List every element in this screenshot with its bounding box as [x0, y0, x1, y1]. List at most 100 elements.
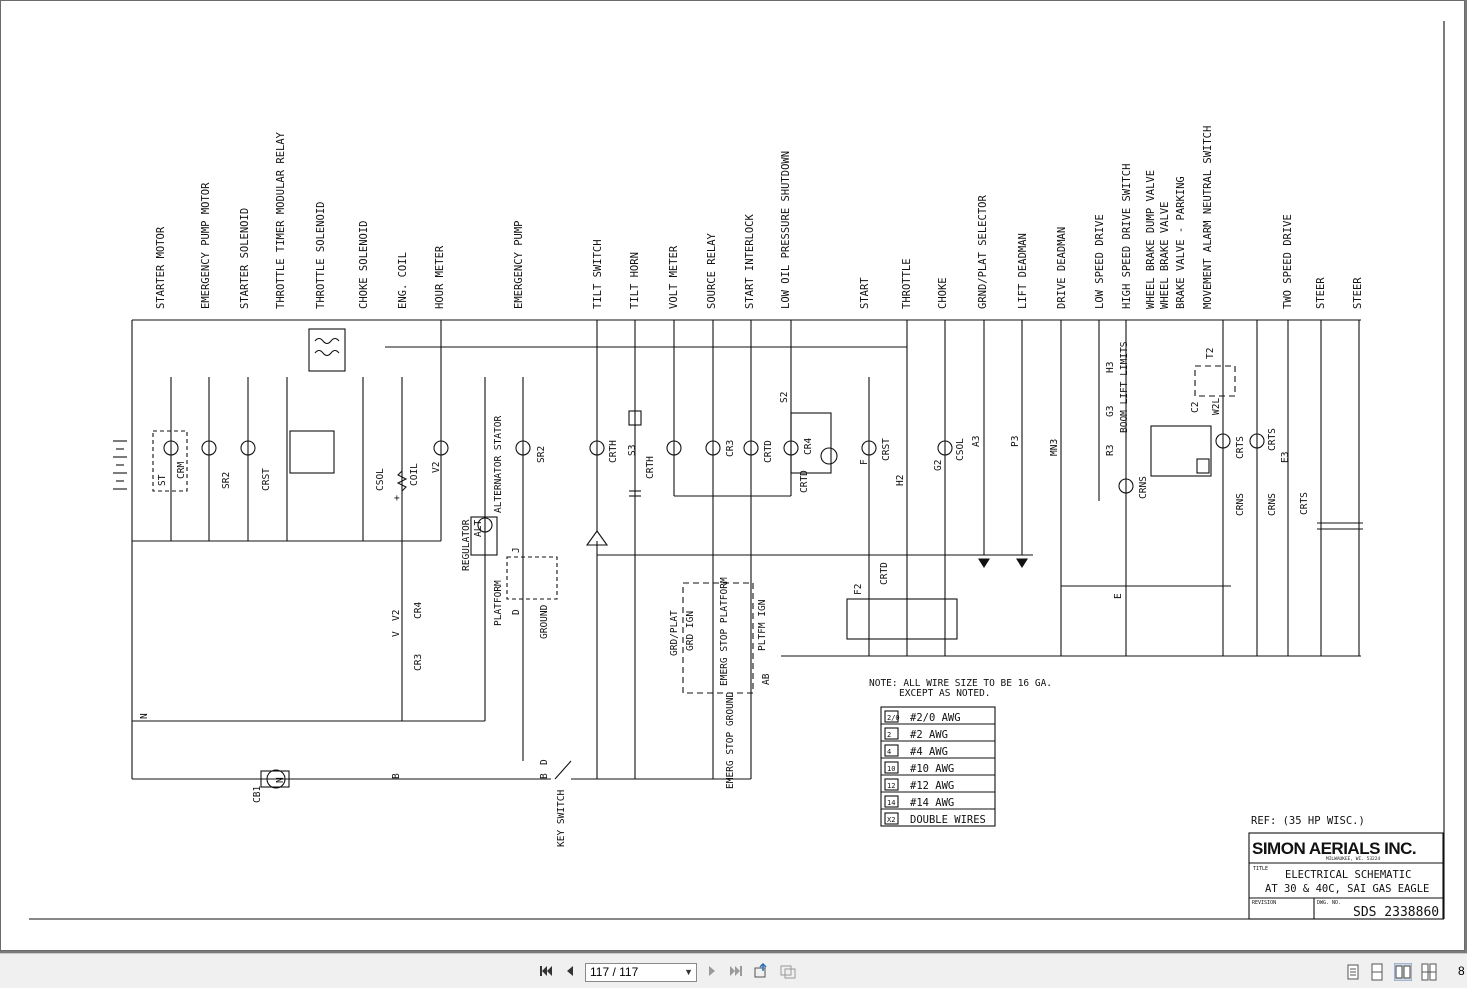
- label-key-switch: KEY SWITCH: [556, 790, 567, 847]
- label-crts-2: CRTS: [1267, 428, 1278, 451]
- revision-caption: REVISION: [1252, 900, 1276, 906]
- label-n-cb: N: [275, 777, 286, 783]
- legend-code-box: [884, 727, 899, 740]
- component-label: GRND/PLAT SELECTOR: [977, 195, 989, 309]
- single-page-view-icon[interactable]: [1344, 963, 1362, 981]
- dwg-caption: DWG. NO.: [1317, 900, 1341, 906]
- label-crst: CRST: [261, 468, 272, 491]
- legend-code-box: [884, 795, 899, 808]
- label-crts-3: CRTS: [1299, 492, 1310, 515]
- label-crm: CRM: [176, 462, 187, 479]
- label-sr2: SR2: [221, 472, 232, 489]
- component-label: STARTER MOTOR: [155, 226, 167, 309]
- component-label: THROTTLE TIMER MODULAR RELAY: [275, 131, 287, 309]
- component-label: WHEEL BRAKE VALVE: [1159, 202, 1171, 309]
- page-number-value: 117 / 117: [590, 965, 639, 979]
- legend-text: #12 AWG: [910, 780, 954, 792]
- label-v: V: [391, 631, 402, 637]
- label-r3: R3: [1105, 445, 1116, 456]
- facing-pages-view-icon[interactable]: [1394, 963, 1412, 981]
- label-ground: GROUND: [539, 604, 550, 639]
- label-g2: G2: [933, 460, 944, 471]
- legend-text: DOUBLE WIRES: [910, 814, 986, 826]
- title-block: [1248, 832, 1444, 920]
- label-crns-3: CRNS: [1267, 493, 1278, 516]
- legend-code: 14: [887, 799, 895, 807]
- legend-code-box: [884, 812, 899, 825]
- drawing-number: SDS 2338860: [1353, 905, 1439, 920]
- legend-code: X2: [887, 816, 895, 824]
- label-crtd-2: CRTD: [799, 470, 810, 493]
- component-label: TILT SWITCH: [592, 239, 604, 309]
- label-g3: G3: [1105, 406, 1116, 417]
- label-crns: CRNS: [1138, 476, 1149, 499]
- legend-code-box: [884, 744, 899, 757]
- label-t2: T2: [1205, 348, 1216, 359]
- label-crtd-3: CRTD: [879, 562, 890, 585]
- page-number-input[interactable]: 117 / 117 ▼: [585, 963, 697, 982]
- label-b: B: [391, 773, 402, 779]
- component-label: WHEEL BRAKE DUMP VALVE: [1145, 170, 1157, 309]
- label-cr4-b: CR4: [413, 602, 424, 619]
- component-label: START INTERLOCK: [744, 213, 756, 309]
- continuous-facing-view-icon[interactable]: [1420, 963, 1438, 981]
- label-coil: COIL: [409, 463, 420, 486]
- label-c2: C2: [1190, 402, 1201, 413]
- last-page-icon[interactable]: [728, 963, 744, 979]
- first-page-icon[interactable]: [538, 963, 554, 979]
- label-n: N: [139, 713, 150, 719]
- go-forward-view-icon[interactable]: [780, 963, 796, 979]
- zoom-level[interactable]: 8: [1458, 964, 1465, 978]
- chevron-down-icon[interactable]: ▼: [684, 967, 693, 977]
- label-d-key: D: [539, 759, 550, 765]
- legend-code: 4: [887, 748, 891, 756]
- label-cr3-b: CR3: [413, 654, 424, 671]
- legend-text: #10 AWG: [910, 763, 954, 775]
- label-h2: H2: [895, 475, 906, 486]
- label-j: J: [511, 547, 522, 553]
- component-label: BRAKE VALVE - PARKING: [1175, 176, 1187, 309]
- label-a3: A3: [971, 436, 982, 447]
- label-e: E: [1113, 593, 1124, 599]
- label-v2: V2: [431, 462, 442, 473]
- legend-code-box: [884, 710, 899, 723]
- legend-code-box: [884, 778, 899, 791]
- label-crth: CRTH: [608, 440, 619, 463]
- component-label: CHOKE: [937, 277, 949, 309]
- label-cr3: CR3: [725, 440, 736, 457]
- go-back-view-icon[interactable]: [754, 963, 770, 979]
- component-label: STARTER SOLENOID: [239, 208, 251, 309]
- continuous-view-icon[interactable]: [1368, 963, 1386, 981]
- component-label: VOLT METER: [668, 245, 680, 309]
- next-page-icon[interactable]: [704, 963, 720, 979]
- component-label: HOUR METER: [434, 245, 446, 309]
- label-platform: PLATFORM: [493, 580, 504, 626]
- label-crns-2: CRNS: [1235, 493, 1246, 516]
- company-address: MILWAUKEE, WI. 53224: [1326, 856, 1380, 862]
- legend-text: #2 AWG: [910, 729, 948, 741]
- previous-page-icon[interactable]: [562, 963, 578, 979]
- label-alt: ALT: [473, 520, 484, 537]
- label-crts: CRTS: [1235, 436, 1246, 459]
- label-f: F: [859, 459, 870, 465]
- label-ab: AB: [761, 673, 772, 685]
- wire-size-note: NOTE: ALL WIRE SIZE TO BE 16 GA.: [869, 678, 1052, 689]
- label-pltfm-ign: PLTFM IGN: [757, 599, 768, 651]
- label-crth-2: CRTH: [645, 456, 656, 479]
- legend-code: 2: [887, 731, 891, 739]
- label-emerg-stop-ground: EMERG STOP GROUND: [725, 691, 736, 789]
- component-label: LIFT DEADMAN: [1017, 233, 1029, 309]
- component-label: STEER: [1315, 277, 1327, 309]
- legend-code: 10: [887, 765, 895, 773]
- label-v2-b: V2: [391, 610, 402, 621]
- legend-code: 12: [887, 782, 895, 790]
- label-p3: P3: [1010, 436, 1021, 447]
- label-plus: +: [394, 493, 400, 504]
- component-label: TWO SPEED DRIVE: [1282, 214, 1294, 309]
- component-label: HIGH SPEED DRIVE SWITCH: [1121, 164, 1133, 309]
- component-label: THROTTLE: [901, 258, 913, 309]
- component-label: DRIVE DEADMAN: [1056, 227, 1068, 309]
- component-label: ENG. COIL: [397, 252, 409, 309]
- component-label: TILT HORN: [629, 252, 641, 309]
